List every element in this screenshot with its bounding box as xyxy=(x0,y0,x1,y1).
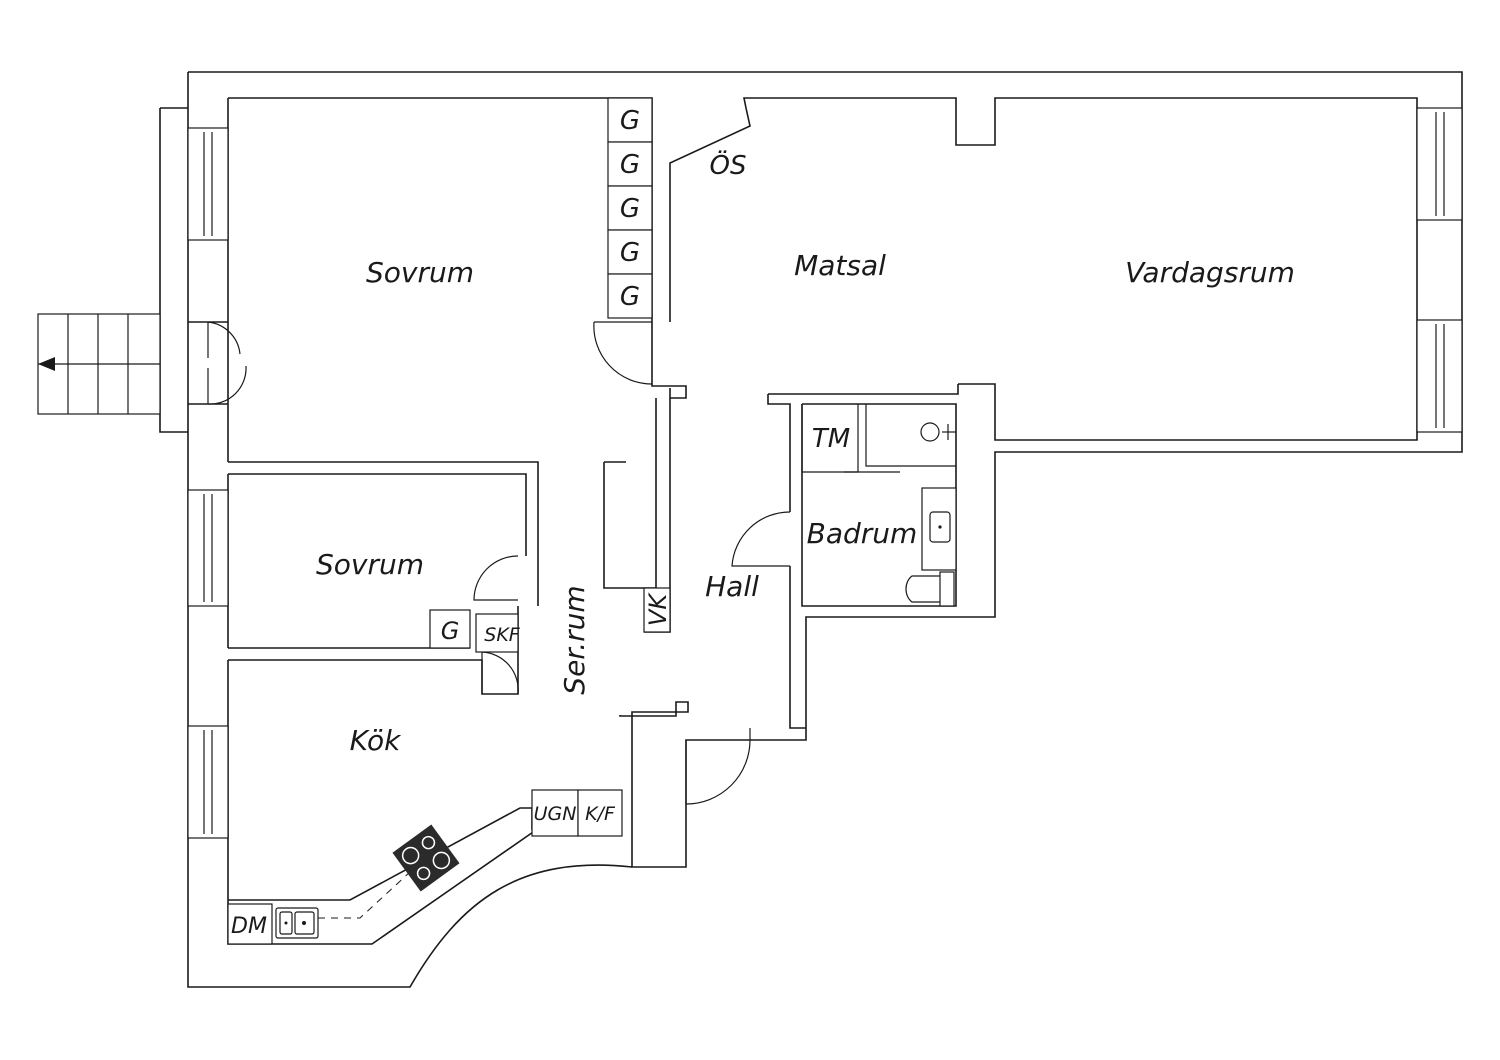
room-label-hall: Hall xyxy=(705,570,759,603)
kitchen-sink-icon xyxy=(275,907,319,939)
laundry-label: TM xyxy=(812,424,850,454)
dishwasher-label: DM xyxy=(231,914,267,939)
bathroom-sink-icon xyxy=(921,487,957,571)
wardrobe-label: G xyxy=(620,150,640,180)
room-label-bedroom-small: Sovrum xyxy=(316,548,424,581)
wardrobe-label: G xyxy=(620,238,640,268)
room-label-living: Vardagsrum xyxy=(1125,256,1295,289)
wardrobe-label: G xyxy=(620,106,640,136)
room-label-service-room: Ser.rum xyxy=(558,585,591,694)
windows-right xyxy=(1416,107,1463,433)
room-label-kitchen: Kök xyxy=(350,724,402,757)
toilet-icon xyxy=(905,571,955,607)
wardrobe-column xyxy=(429,97,671,653)
wardrobe-label: G xyxy=(620,282,640,312)
interior-doors xyxy=(473,321,791,805)
interior-walls xyxy=(228,322,959,729)
room-label-bathroom: Badrum xyxy=(807,517,918,550)
bathroom-fixtures xyxy=(905,422,957,607)
oven-label: UGN xyxy=(534,803,577,825)
stairs-arrow-icon xyxy=(38,357,55,371)
tiled-stove-label: ÖS xyxy=(710,149,747,181)
room-label-bedroom-large: Sovrum xyxy=(366,256,474,289)
entrance-door xyxy=(188,321,247,405)
wardrobe-label: G xyxy=(620,194,640,224)
fixture-labels: G G G G G G ÖS TM SKF VK UGN K/F DM xyxy=(231,106,850,939)
shoe-cabinet-label: SKF xyxy=(484,624,521,646)
room-labels: Sovrum Matsal Vardagsrum Sovrum Kök Hall… xyxy=(316,249,1295,757)
room-label-dining: Matsal xyxy=(794,249,886,282)
entrance-stairs xyxy=(37,107,188,433)
wardrobe-label: G xyxy=(441,617,460,645)
cooktop-icon xyxy=(392,824,460,892)
kitchen-counter xyxy=(227,789,623,945)
fridge-freezer-label: K/F xyxy=(585,803,616,825)
windows-left xyxy=(187,127,229,839)
linen-label: VK xyxy=(644,592,672,626)
laundry-sink-icon xyxy=(920,422,956,442)
